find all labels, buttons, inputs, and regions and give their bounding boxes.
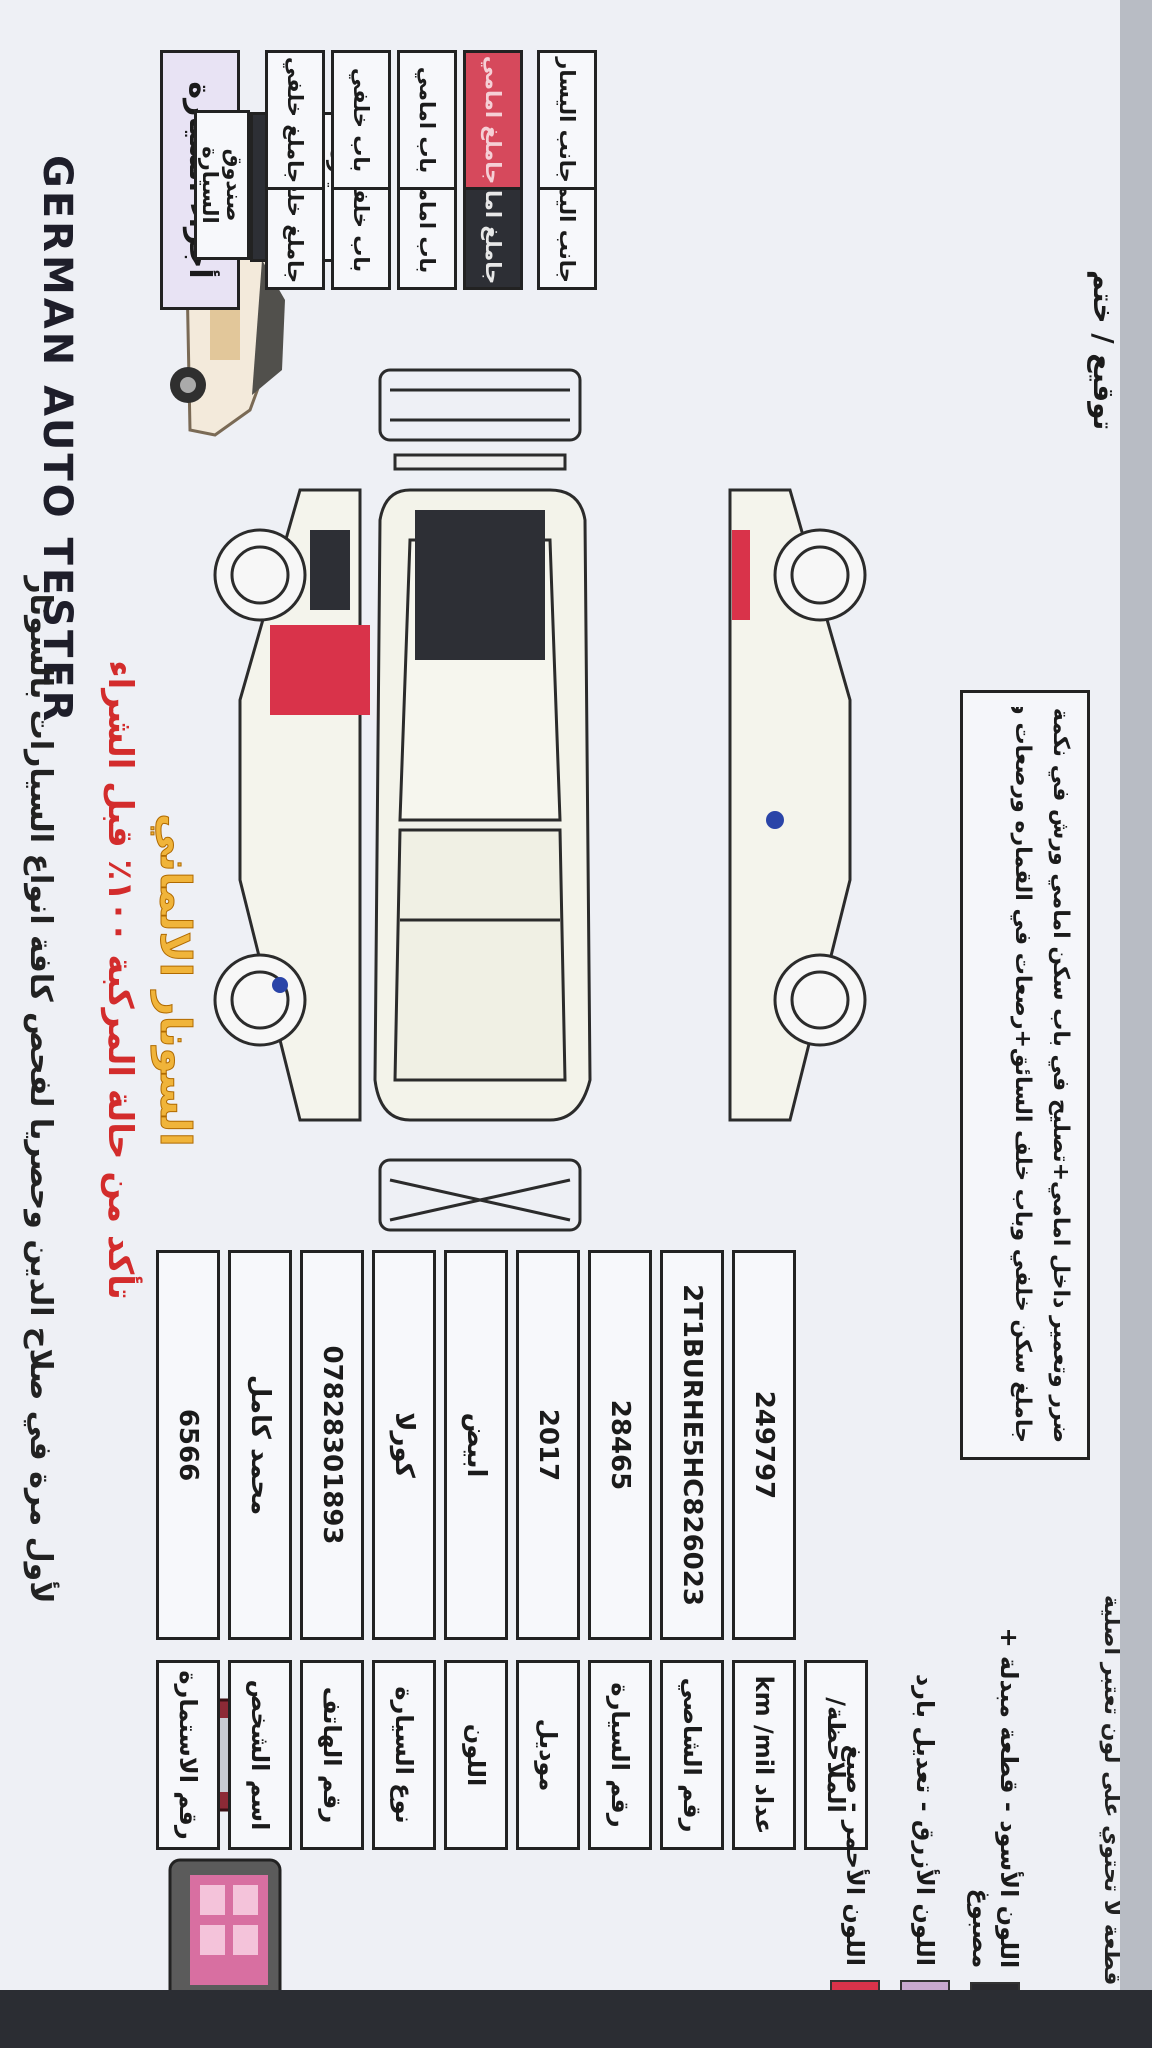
legend-swatch xyxy=(970,1982,1020,1990)
info-label: عداد km /mil xyxy=(732,1660,796,1850)
right-rear-fender-paint-mark xyxy=(732,530,750,620)
left-front-fender-paint-mark xyxy=(270,625,370,715)
part-left-side: جانب اليسار xyxy=(537,50,597,190)
info-value: كورلا xyxy=(372,1250,436,1640)
rear-bumper-outline xyxy=(378,368,582,471)
legend-text: اللون الأزرق - تعديل بارد xyxy=(911,1673,939,1966)
page-edge xyxy=(1120,0,1152,1990)
info-label: رقم الشاصي xyxy=(660,1660,724,1850)
legend-item: اللون الأحمر - صبغ xyxy=(830,1560,880,1990)
notes-line-2: جاملغ سكن خلفي وباب خلف السائق+رصعات في … xyxy=(1010,707,1035,1443)
legend-swatch xyxy=(830,1980,880,1990)
part-rear-fender-left: جاملغ خلفي xyxy=(265,50,325,190)
sheet-content: GERMAN AUTO TESTER لأول مرة في صلاح الدي… xyxy=(23,50,1120,1990)
part-rear-door-left: باب خلفي xyxy=(331,50,391,190)
blue-mark-2 xyxy=(272,977,288,993)
slogan-line-1: تأكد من حالة المركبة ١٠٠٪ قبل الشراء xyxy=(100,660,140,1300)
info-label: موديل xyxy=(516,1660,580,1850)
dark-background-strip xyxy=(0,1990,1152,2048)
legend-text: اللون الأسود - قطعة مبدلة + مصبوغ xyxy=(967,1627,1023,1969)
info-value: 2017 xyxy=(516,1250,580,1640)
legend-item: اللون الأزرق - تعديل بارد xyxy=(900,1560,950,1990)
bonnet-replaced-mark xyxy=(415,510,545,660)
info-label: اسم الشخص xyxy=(228,1660,292,1850)
info-value: 28465 xyxy=(588,1250,652,1640)
info-value: محمد كامل xyxy=(228,1250,292,1640)
legend-swatch xyxy=(900,1980,950,1990)
info-value: ابيض xyxy=(444,1250,508,1640)
part-trunk: صندوق السيارة xyxy=(194,110,250,260)
info-value: 249797 xyxy=(732,1250,796,1640)
legend-text: اللون الأحمر - صبغ xyxy=(841,1744,869,1966)
info-label: رقم الاستمارة xyxy=(156,1660,220,1850)
car-damage-diagram xyxy=(213,368,867,1232)
header-tagline: لأول مرة في صلاح الدين وحصريا لفحص كافة … xyxy=(23,576,58,1604)
part-front-fender-left: جاملغ امامي xyxy=(463,50,523,190)
left-front-fender-replaced-mark xyxy=(310,530,350,610)
info-label: رقم الهاتف xyxy=(300,1660,364,1850)
info-label: رقم السيارة xyxy=(588,1660,652,1850)
part-front-door-left: باب امامي xyxy=(397,50,457,190)
info-value: 07828301893 xyxy=(300,1250,364,1640)
front-bumper-outline xyxy=(378,1158,582,1232)
info-label: نوع السيارة xyxy=(372,1660,436,1850)
notes-box: ضرر وتعمير داخل امامي+تصليح في باب سكن ا… xyxy=(960,690,1090,1460)
legend-footnote: * اي قطعة لا تحتوي على لون تعتبر اصلية xyxy=(1099,1594,1120,1990)
info-value: 6566 xyxy=(156,1250,220,1640)
info-label: اللون xyxy=(444,1660,508,1850)
notes-line-1: ضرر وتعمير داخل امامي+تصليح في باب سكن ا… xyxy=(1048,707,1073,1443)
legend: اللون الأحمر - صبغ اللون الأزرق - تعديل ب… xyxy=(810,1560,1110,1990)
inspection-sheet: GERMAN AUTO TESTER لأول مرة في صلاح الدي… xyxy=(0,0,1120,1990)
blue-mark-1 xyxy=(766,811,784,829)
legend-item: اللون الأسود - قطعة مبدلة + مصبوغ xyxy=(967,1560,1023,1990)
slogan-line-2: السونار الالماني xyxy=(151,813,201,1147)
info-value: 2T1BURHE5HC826023 xyxy=(660,1250,724,1640)
signature-label: توقيع / ختم xyxy=(1087,270,1120,431)
